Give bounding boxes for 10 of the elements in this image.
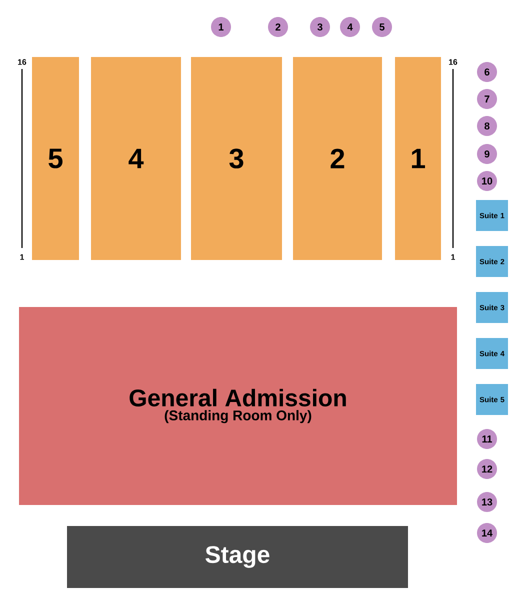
general-admission-area: General Admission (Standing Room Only) — [19, 307, 457, 505]
row-number: 1 — [20, 254, 24, 260]
section-block: 1 — [395, 57, 441, 260]
stage-block: Stage — [67, 526, 408, 588]
row-number: 16 — [449, 59, 458, 65]
section-block: 4 — [91, 57, 181, 260]
section-block: 2 — [293, 57, 382, 260]
row-number: 1 — [451, 254, 455, 260]
section-block: 3 — [191, 57, 282, 260]
section-block: 5 — [32, 57, 79, 260]
